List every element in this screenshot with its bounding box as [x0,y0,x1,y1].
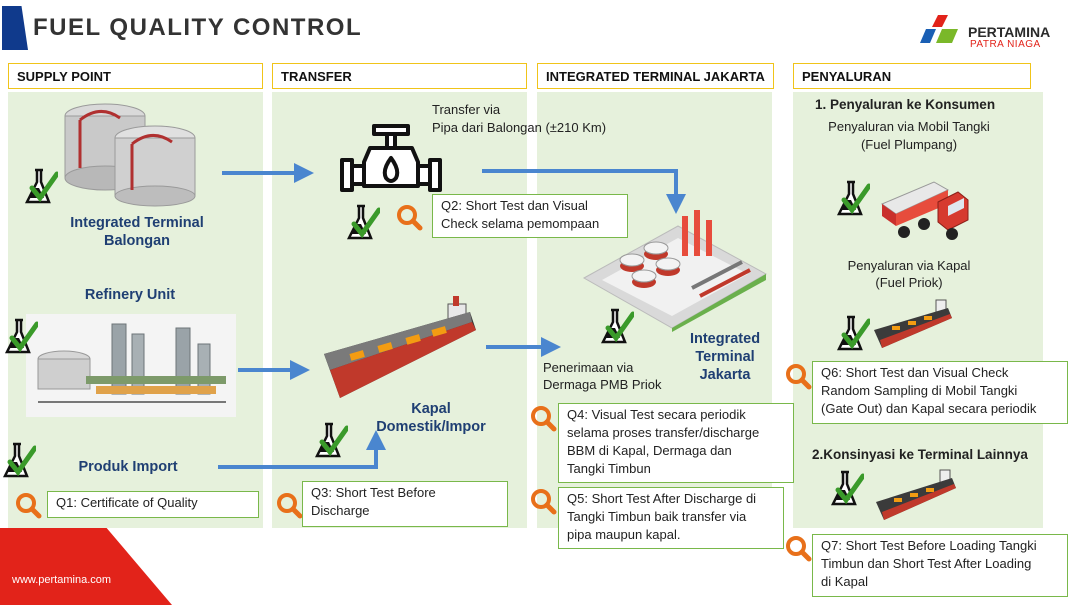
q4-line2: selama proses transfer/discharge [567,425,760,440]
label-terminal-line1: Integrated [689,331,761,347]
column-header-supply: SUPPLY POINT [8,63,263,89]
page-title: FUEL QUALITY CONTROL [33,14,363,41]
lab-check-icon [2,442,36,478]
column-header-transfer: TRANSFER [272,63,527,89]
q2-box: Q2: Short Test dan Visual Check selama p… [432,194,628,238]
q6-line2: Random Sampling di Mobil Tangki [821,383,1018,398]
tanker-ship-small-illustration [876,469,956,520]
pertamina-logo-icon [920,15,958,43]
tanker-truck-illustration [880,181,969,240]
q6-line3: (Gate Out) dan Kapal secara periodik [821,401,1037,416]
label-kapal: Kapal Domestik/Impor [364,400,498,436]
penyaluran-column-bg [793,92,1043,528]
lab-check-icon [24,168,58,204]
q7-line2: Timbun dan Short Test After Loading [821,556,1032,571]
pipe-caption-line1: Transfer via [432,102,501,117]
q5-line3: pipa maupun kapal. [567,527,681,542]
q2-line1: Q2: Short Test dan Visual [441,198,588,213]
q6-box: Q6: Short Test dan Visual Check Random S… [812,361,1068,424]
q4-box: Q4: Visual Test secara periodik selama p… [558,403,794,483]
ship-caption-line1: Penyaluran via Kapal [847,258,971,273]
label-terminal-line2: Terminal [695,349,755,365]
q6-line1: Q6: Short Test dan Visual Check [821,365,1009,380]
lab-check-icon [830,470,864,506]
q1-box: Q1: Certificate of Quality [47,491,259,518]
column-header-terminal: INTEGRATED TERMINAL JAKARTA [537,63,774,89]
refinery-illustration [26,314,236,417]
tanker-ship-small-illustration [874,299,952,348]
magnifier-icon [786,536,812,562]
label-kapal-line1: Kapal [411,401,451,417]
q7-line1: Q7: Short Test Before Loading Tangki [821,538,1037,553]
lab-check-icon [600,308,634,344]
lab-check-icon [314,422,348,458]
label-terminal-line3: Jakarta [699,367,751,383]
q5-line1: Q5: Short Test After Discharge di [567,491,757,506]
heading-konsinyasi: 2.Konsinyasi ke Terminal Lainnya [812,447,1028,462]
magnifier-icon [786,364,812,390]
q5-line2: Tangki Timbun baik transfer via [567,509,747,524]
column-header-penyaluran: PENYALURAN [793,63,1031,89]
q3-box: Q3: Short Test Before Discharge [302,481,508,527]
label-produk-import: Produk Import [78,459,178,475]
magnifier-icon [277,493,303,519]
magnifier-icon [16,493,42,519]
truck-caption-line2: (Fuel Plumpang) [860,137,958,152]
q3-line2: Discharge [311,503,370,518]
lab-check-icon [836,315,870,351]
arrow-import-to-ship [218,430,386,469]
footer-url[interactable]: www.pertamina.com [12,574,112,586]
lab-check-icon [836,180,870,216]
storage-tank-illustration [64,103,196,207]
heading-penyaluran-konsumen: 1. Penyaluran ke Konsumen [815,97,996,112]
lab-check-icon [346,204,380,240]
logo-name: PERTAMINA [968,24,1051,40]
label-terminal-balongan: Integrated Terminal Balongan [70,215,204,249]
receive-caption-line1: Penerimaan via [543,360,634,375]
pipe-caption-line2: Pipa dari Balongan (±210 Km) [432,120,607,135]
q2-line2: Check selama pemompaan [441,216,600,231]
arrow-pipe-to-terminal [482,169,686,214]
tanker-ship-illustration [324,296,476,398]
label-kapal-line2: Domestik/Impor [376,419,486,435]
magnifier-icon [397,205,423,231]
q4-line1: Q4: Visual Test secara periodik [567,407,746,422]
logo-subtitle: PATRA NIAGA [970,39,1041,50]
q5-box: Q5: Short Test After Discharge di Tangki… [558,487,784,549]
receive-caption-line2: Dermaga PMB Priok [543,377,662,392]
ship-caption-line2: (Fuel Priok) [875,275,943,290]
q7-line3: di Kapal [821,574,868,589]
magnifier-icon [531,489,557,515]
terminal-isometric-illustration [582,210,767,332]
label-refinery-unit: Refinery Unit [84,287,176,303]
q4-line4: Tangki Timbun [567,461,651,476]
label-terminal-jakarta: Integrated Terminal Jakarta [676,330,774,384]
truck-caption-line1: Penyaluran via Mobil Tangki [828,119,990,134]
pipe-valve-icon [340,124,442,192]
q3-line1: Q3: Short Test Before [311,485,436,500]
q4-line3: BBM di Kapal, Dermaga dan [567,443,732,458]
magnifier-icon [531,406,557,432]
q7-box: Q7: Short Test Before Loading Tangki Tim… [812,534,1068,597]
lab-check-icon [4,318,38,354]
